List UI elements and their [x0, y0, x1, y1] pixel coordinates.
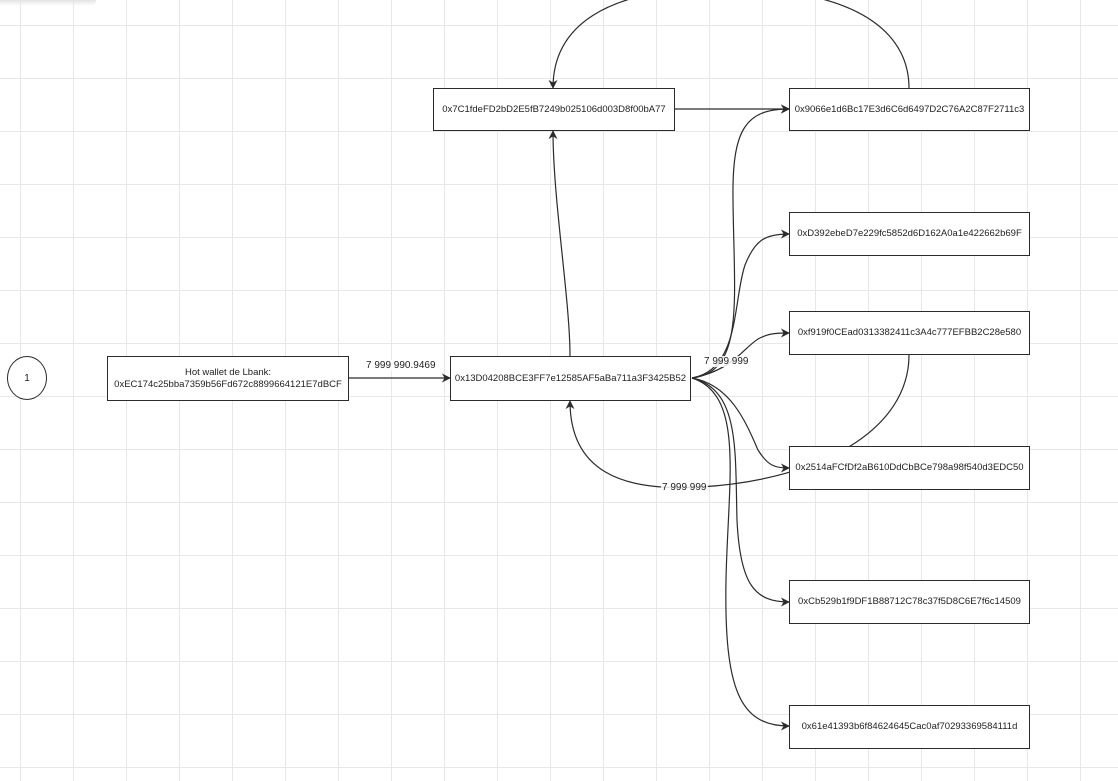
- toolbar-shadow: [0, 0, 96, 6]
- node-right-1-address: 0x9066e1d6Bc17E3d6C6d6497D2C76A2C87F2711…: [794, 103, 1025, 115]
- edge-right-3-to-hub[interactable]: [565, 354, 910, 489]
- edge-label-hub-outgoing[interactable]: 7 999 999: [703, 356, 750, 367]
- node-right-2[interactable]: 0xD392ebeD7e229fc5852d6D162A0a1e422662b6…: [789, 212, 1030, 256]
- node-right-2-address: 0xD392ebeD7e229fc5852d6D162A0a1e422662b6…: [797, 228, 1022, 239]
- edge-right-1-to-top-mid[interactable]: [548, 0, 910, 89]
- node-hot-wallet[interactable]: Hot wallet de Lbank: 0xEC174c25bba7359b5…: [107, 356, 349, 401]
- step-badge-number: 1: [24, 372, 30, 384]
- edge-hub-to-right-5[interactable]: [691, 377, 790, 607]
- node-top-mid[interactable]: 0x7C1fdeFD2bD2E5fB7249b025106d003D8f00bA…: [433, 88, 675, 131]
- edge-hub-to-right-4[interactable]: [691, 377, 790, 473]
- node-right-5-address: 0xCb529b1f9DF1B88712C78c37f5D8C6E7f6c145…: [798, 596, 1021, 607]
- node-right-5[interactable]: 0xCb529b1f9DF1B88712C78c37f5D8C6E7f6c145…: [789, 580, 1030, 624]
- node-hot-wallet-title: Hot wallet de Lbank:: [184, 366, 272, 378]
- edge-hub-to-right-3[interactable]: [691, 328, 790, 379]
- node-right-3[interactable]: 0xf919f0CEad0313382411c3A4c777EFBB2C28e5…: [789, 311, 1030, 355]
- node-right-4[interactable]: 0x2514aFCfDf2aB610DdCbBCe798a98f540d3EDC…: [789, 446, 1030, 490]
- edge-label-hot-to-hub[interactable]: 7 999 990.9469: [365, 360, 437, 371]
- step-badge[interactable]: 1: [7, 356, 47, 400]
- node-hub[interactable]: 0x13D04208BCE3FF7e12585AF5aBa711a3F3425B…: [450, 356, 691, 401]
- node-right-1[interactable]: 0x9066e1d6Bc17E3d6C6d6497D2C76A2C87F2711…: [789, 88, 1030, 131]
- node-hot-wallet-address: 0xEC174c25bba7359b56Fd672c8899664121E7dB…: [114, 378, 342, 390]
- node-right-3-address: 0xf919f0CEad0313382411c3A4c777EFBB2C28e5…: [797, 327, 1022, 338]
- edge-label-return-to-hub[interactable]: 7 999 999: [661, 482, 708, 493]
- node-right-4-address: 0x2514aFCfDf2aB610DdCbBCe798a98f540d3EDC…: [795, 462, 1024, 473]
- node-hub-address: 0x13D04208BCE3FF7e12585AF5aBa711a3F3425B…: [454, 372, 687, 384]
- node-top-mid-address: 0x7C1fdeFD2bD2E5fB7249b025106d003D8f00bA…: [442, 103, 666, 115]
- edge-hub-to-right-6[interactable]: [691, 377, 790, 731]
- edge-hub-to-right-1[interactable]: [691, 104, 790, 379]
- node-right-6[interactable]: 0x61e41393b6f84624645Cac0af7029336958411…: [789, 705, 1030, 749]
- edge-hub-to-top-mid[interactable]: [548, 130, 571, 357]
- node-right-6-address: 0x61e41393b6f84624645Cac0af7029336958411…: [801, 721, 1018, 732]
